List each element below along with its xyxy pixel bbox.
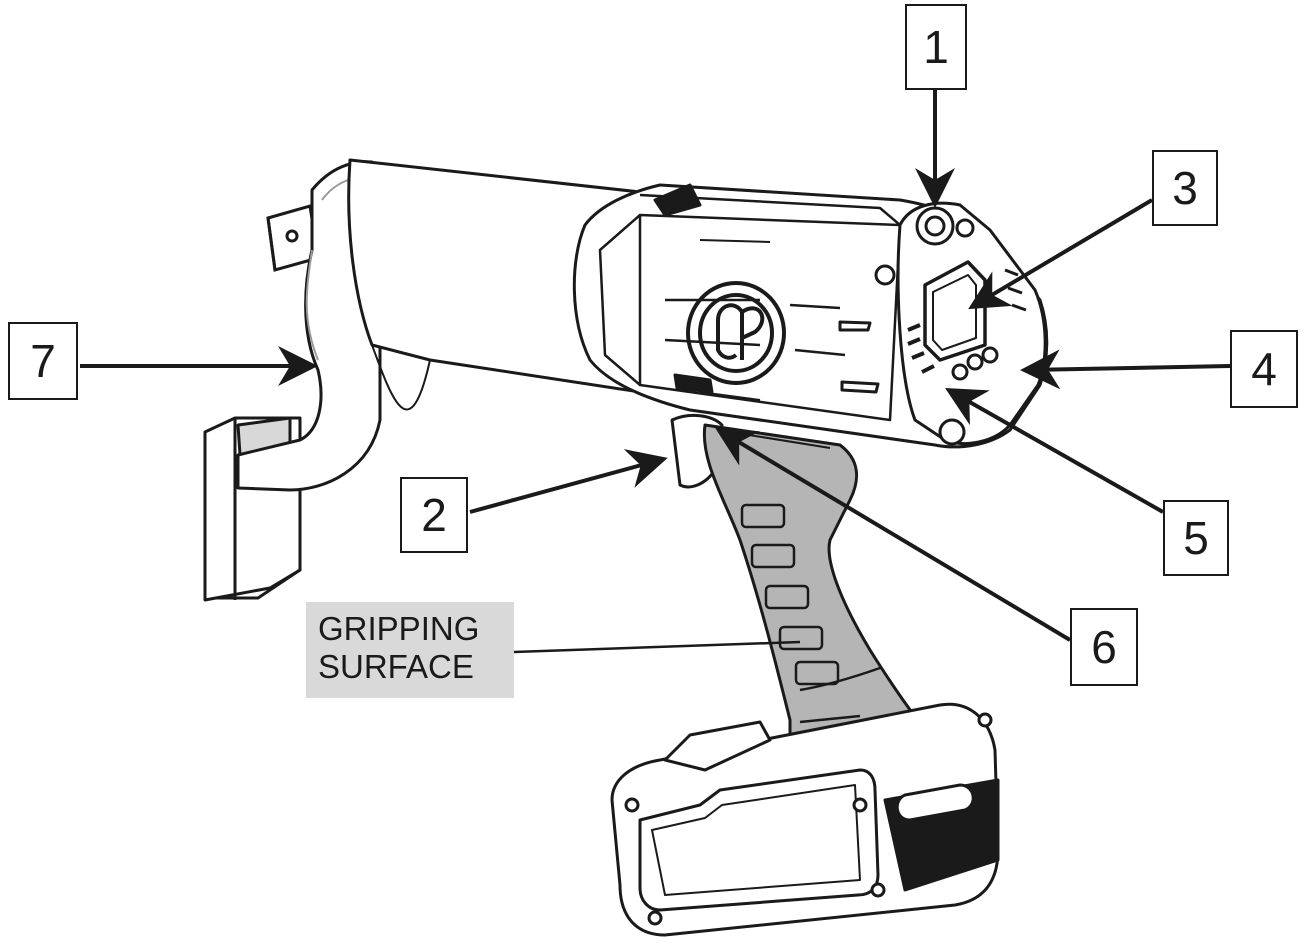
callout-1-label: 1 xyxy=(923,21,949,73)
callout-2-label: 2 xyxy=(421,489,447,541)
gripping-surface-line2: SURFACE xyxy=(318,647,474,685)
callout-7: 7 xyxy=(8,322,78,400)
barrel xyxy=(347,158,642,411)
leader-lines xyxy=(80,90,1231,654)
callout-3-label: 3 xyxy=(1172,162,1198,214)
leader-3 xyxy=(968,198,1154,310)
callout-6-label: 6 xyxy=(1091,621,1117,673)
gripping-surface-label: GRIPPING SURFACE xyxy=(306,602,514,698)
leader-2 xyxy=(469,449,668,514)
square-drive xyxy=(266,204,320,272)
cp-logo xyxy=(686,281,786,385)
leader-grip xyxy=(513,640,801,654)
callout-2: 2 xyxy=(400,477,468,553)
callout-5-label: 5 xyxy=(1183,512,1209,564)
callout-3: 3 xyxy=(1152,150,1218,226)
callout-6: 6 xyxy=(1070,608,1138,686)
callout-7-label: 7 xyxy=(30,335,56,387)
callout-4-label: 4 xyxy=(1251,343,1277,395)
leader-4 xyxy=(1020,349,1231,390)
callout-1: 1 xyxy=(905,4,967,90)
control-panel xyxy=(874,201,1047,446)
callout-5: 5 xyxy=(1163,500,1229,576)
leader-5 xyxy=(945,388,1164,514)
callout-4: 4 xyxy=(1230,330,1298,408)
leader-6 xyxy=(715,427,1072,642)
battery-pack xyxy=(610,702,1000,937)
gripping-surface-line1: GRIPPING xyxy=(318,610,480,647)
